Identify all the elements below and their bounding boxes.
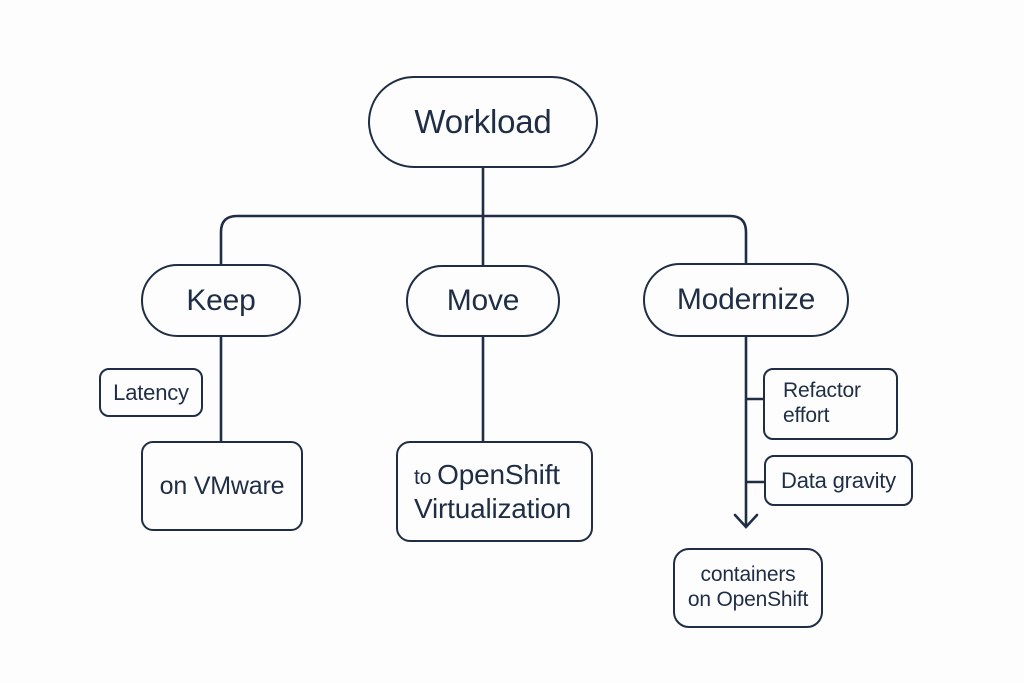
modernize-node: Modernize	[643, 263, 849, 337]
vmware-target-box: on VMware	[141, 441, 303, 531]
keep-node: Keep	[141, 264, 301, 337]
containers-line1: containers	[700, 563, 796, 587]
refactor-effort-label: Refactor effort	[783, 379, 861, 429]
branch-bar-line	[219, 214, 748, 265]
latency-box: Latency	[99, 368, 203, 417]
move-label: Move	[446, 284, 520, 317]
keep-label: Keep	[186, 283, 256, 317]
refactor-effort-box: Refactor effort	[763, 368, 898, 440]
refactor-line2: effort	[783, 404, 830, 427]
openshift-line2: Virtualization	[414, 492, 571, 524]
data-gravity-box: Data gravity	[764, 455, 913, 506]
data-gravity-label: Data gravity	[781, 467, 896, 493]
containers-line2: on OpenShift	[687, 588, 809, 611]
refactor-line1: Refactor	[783, 379, 861, 403]
arrow-down-icon	[733, 513, 759, 529]
openshift-line1: OpenShift	[437, 458, 560, 490]
modernize-label: Modernize	[676, 283, 816, 316]
move-node: Move	[406, 265, 560, 337]
containers-openshift-target-box: containers on OpenShift	[673, 548, 823, 628]
vmware-label: on VMware	[159, 471, 285, 500]
containers-label: containers on OpenShift	[688, 563, 808, 613]
workload-node: Workload	[368, 76, 598, 168]
openshift-prefix: to	[414, 465, 432, 489]
workload-label: Workload	[414, 103, 552, 140]
latency-label: Latency	[113, 379, 189, 405]
